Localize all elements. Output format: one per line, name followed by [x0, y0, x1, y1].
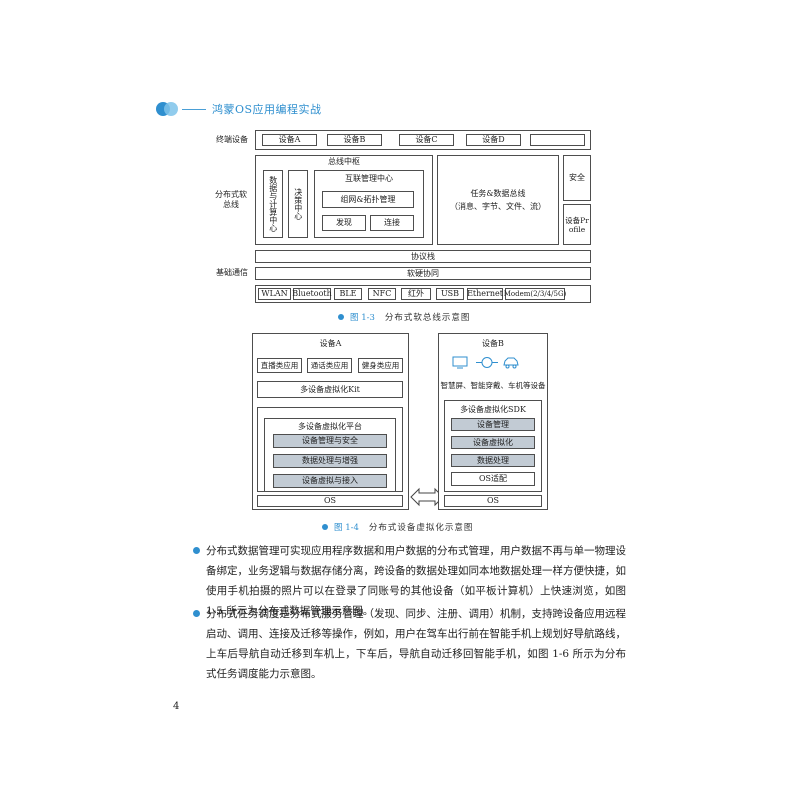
network-topology-box: 组网&拓扑管理 [322, 191, 414, 208]
running-header: 鸿蒙OS应用编程实战 [156, 100, 322, 118]
os-a-box: OS [257, 495, 403, 507]
device-types-label: 智慧屏、智能穿戴、车机等设备 [440, 381, 546, 390]
platform-item-security: 设备管理与安全 [273, 434, 387, 448]
comm-wlan: WLAN [258, 288, 291, 300]
caption-bullet-icon [338, 314, 344, 320]
car-icon [503, 357, 519, 369]
device-a-box: 设备A [262, 134, 317, 146]
caption-number: 图 1-4 [334, 523, 359, 533]
row-label-terminal: 终端设备 [216, 135, 248, 144]
data-compute-center-label: 数据与计算中心 [268, 176, 278, 232]
sdk-item-data: 数据处理 [451, 454, 535, 467]
comm-ble: BLE [334, 288, 362, 300]
device-empty-box [530, 134, 585, 146]
figure-1-3-caption: 图 1-3 分布式软总线示意图 [338, 311, 470, 323]
kit-box: 多设备虚拟化Kit [257, 381, 403, 398]
interconnect-center-label: 互联管理中心 [345, 174, 393, 183]
sdk-item-manage: 设备管理 [451, 418, 535, 431]
decision-center-label: 决策中心 [293, 188, 303, 220]
bullet-icon [193, 610, 200, 617]
protocol-stack-bar: 协议栈 [255, 250, 591, 263]
device-c-box: 设备C [399, 134, 454, 146]
discover-box: 发现 [322, 215, 366, 231]
task-data-bus-label: 任务&数据总线 [470, 188, 526, 198]
caption-text: 分布式软总线示意图 [384, 313, 471, 323]
security-box: 安全 [563, 155, 591, 201]
platform-label: 多设备虚拟化平台 [298, 422, 362, 431]
smartwatch-icon [476, 357, 498, 368]
figure-1-4-caption: 图 1-4 分布式设备虚拟化示意图 [322, 521, 473, 533]
bullet-icon [193, 547, 200, 554]
os-b-box: OS [444, 495, 542, 507]
decision-center-box: 决策中心 [288, 170, 308, 238]
os-adapt-box: OS适配 [451, 472, 535, 486]
tv-icon [452, 356, 468, 369]
comm-modem: Modem(2/3/4/5G) [504, 288, 566, 300]
hw-coop-bar: 软硬协同 [255, 267, 591, 280]
device-profile-box: 设备Profile [563, 204, 591, 245]
connect-box: 连接 [370, 215, 414, 231]
platform-item-access: 设备虚拟与接入 [273, 474, 387, 488]
row-label-basic: 基础通信 [216, 268, 248, 277]
page-number: 4 [173, 701, 180, 712]
header-logo-icon [156, 102, 178, 116]
paragraph-distributed-task: 分布式任务调度是分布式服务管理（发现、同步、注册、调用）机制，支持跨设备应用远程… [206, 608, 626, 680]
comm-usb: USB [436, 288, 464, 300]
row-label-bus: 分布式软总线 [215, 190, 247, 209]
task-data-bus-sub: （消息、字节、文件、流） [450, 201, 546, 211]
book-title: 鸿蒙OS应用编程实战 [212, 103, 322, 116]
platform-item-data: 数据处理与增强 [273, 454, 387, 468]
comm-nfc: NFC [368, 288, 396, 300]
comm-bluetooth: Bluetooth [292, 288, 332, 300]
data-compute-center-box: 数据与计算中心 [263, 170, 283, 238]
paragraph-distributed-data: 分布式数据管理可实现应用程序数据和用户数据的分布式管理，用户数据不再与单一物理设… [206, 545, 626, 617]
app-call-box: 通话类应用 [307, 358, 352, 373]
device-b-title: 设备B [482, 339, 504, 348]
task-data-bus-box: 任务&数据总线 （消息、字节、文件、流） [437, 155, 559, 245]
caption-bullet-icon [322, 524, 328, 530]
caption-text: 分布式设备虚拟化示意图 [368, 523, 474, 533]
comm-infrared: 红外 [401, 288, 431, 300]
caption-number: 图 1-3 [350, 313, 375, 323]
sdk-label: 多设备虚拟化SDK [460, 405, 526, 414]
sdk-item-virtual: 设备虚拟化 [451, 436, 535, 449]
app-live-box: 直播类应用 [257, 358, 302, 373]
app-fitness-box: 健身类应用 [358, 358, 403, 373]
header-divider [182, 108, 206, 110]
comm-ethernet: Ethernet [467, 288, 503, 300]
device-d-box: 设备D [466, 134, 521, 146]
bus-hub-label: 总线中枢 [328, 157, 360, 166]
device-b-box: 设备B [327, 134, 382, 146]
device-a-title: 设备A [319, 339, 342, 348]
